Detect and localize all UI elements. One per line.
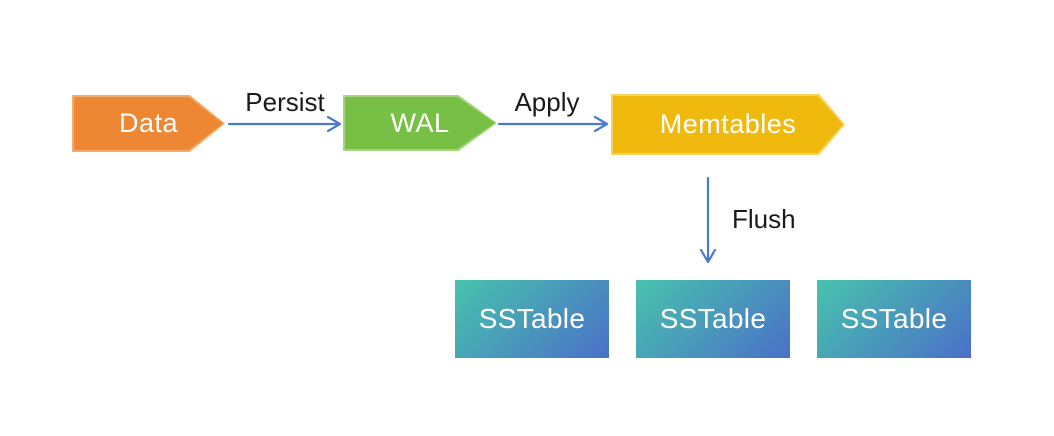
node-sstable-1-label: SSTable [478,303,586,334]
node-sstable-2: SSTable [636,280,790,358]
apply-arrowhead-icon [593,115,609,133]
node-sstable-1: SSTable [455,280,609,358]
node-wal-body: WAL [345,97,495,149]
node-memtables: Memtables [611,94,845,155]
flush-arrowhead-icon [699,248,717,264]
apply-edge-label: Apply [514,87,580,117]
node-sstable-3: SSTable [817,280,971,358]
node-memtables-body: Memtables [613,96,843,153]
node-sstable-3-label: SSTable [840,303,948,334]
node-data-body: Data [74,97,223,150]
node-wal: WAL [343,95,497,151]
persist-arrow [227,115,342,133]
node-memtables-label: Memtables [659,109,797,139]
persist-edge-label: Persist [245,87,325,117]
node-data: Data [72,95,225,152]
persist-arrowhead-icon [326,115,342,133]
node-sstable-2-label: SSTable [659,303,767,334]
apply-arrow [497,115,609,133]
node-wal-label: WAL [390,107,450,138]
node-data-label: Data [118,108,179,138]
flush-edge-label: Flush [732,204,796,234]
flush-arrow [699,176,717,264]
